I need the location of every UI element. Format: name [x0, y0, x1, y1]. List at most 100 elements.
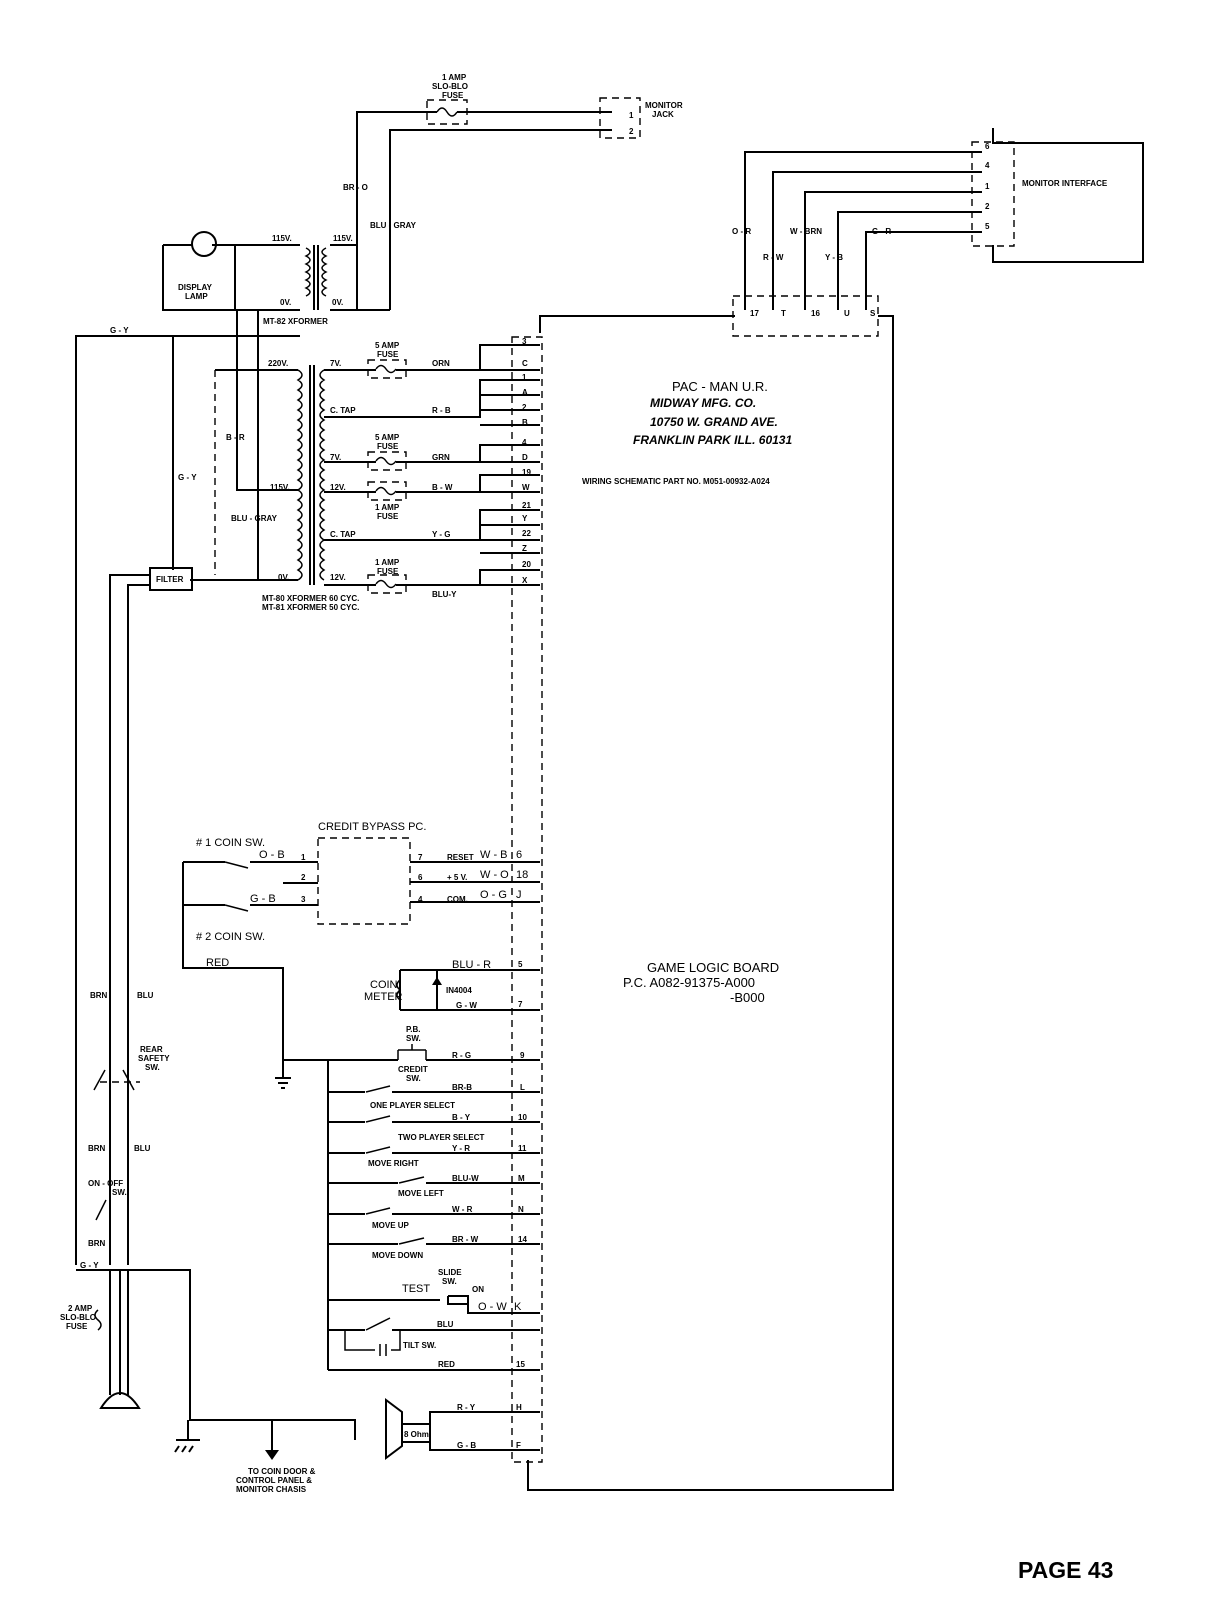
schematic-label: 10750 W. GRAND AVE.	[650, 415, 778, 429]
schematic-label: FRANKLIN PARK ILL. 60131	[633, 433, 792, 447]
schematic-label: 1	[301, 853, 306, 862]
primary-coil	[304, 247, 311, 297]
schematic-label: SLIDE	[438, 1268, 462, 1277]
schematic-label: 22	[522, 529, 531, 538]
schematic-label: CONTROL PANEL &	[236, 1476, 312, 1485]
schematic-label: MONITOR INTERFACE	[1022, 179, 1108, 188]
secondary-coil	[321, 247, 328, 297]
schematic-label: TWO PLAYER SELECT	[398, 1133, 484, 1142]
schematic-label: WIRING SCHEMATIC PART NO. M051-00932-A02…	[582, 477, 770, 486]
diode-icon	[432, 977, 442, 985]
schematic-label: 12V.	[330, 483, 346, 492]
schematic-label: 2 AMP	[68, 1304, 93, 1313]
credit-bypass-pc	[317, 837, 411, 925]
schematic-label: H	[516, 1403, 522, 1412]
schematic-label: 4	[418, 895, 423, 904]
schematic-label: N	[518, 1205, 524, 1214]
schematic-label: BLU - GRAY	[370, 221, 417, 230]
fuse-icon	[436, 107, 458, 117]
schematic-label: # 2 COIN SW.	[196, 931, 265, 943]
schematic-label: 1 AMP	[442, 73, 467, 82]
schematic-label: T	[781, 309, 786, 318]
schematic-label: 5	[985, 222, 990, 231]
page-number: PAGE 43	[1018, 1557, 1113, 1583]
schematic-label: FUSE	[66, 1322, 88, 1331]
schematic-label: CREDIT BYPASS PC.	[318, 821, 426, 833]
schematic-label: W - B	[480, 849, 508, 861]
schematic-label: SLO-BLO	[60, 1313, 96, 1322]
schematic-label: ON	[472, 1285, 484, 1294]
schematic-label: 1	[985, 182, 990, 191]
schematic-label: REAR	[140, 1045, 163, 1054]
schematic-label: X	[522, 576, 528, 585]
schematic-label: D	[522, 453, 528, 462]
schematic-label: FUSE	[377, 512, 399, 521]
schematic-label: 16	[811, 309, 820, 318]
schematic-label: MT-82 XFORMER	[263, 317, 328, 326]
schematic-label: 0V.	[332, 298, 343, 307]
schematic-label: MONITOR	[645, 101, 683, 110]
schematic-label: S	[870, 309, 876, 318]
board-edge-connector	[511, 336, 543, 1463]
controls-section: P.B. SW. CREDIT SW. R - G 9 ONE PLAYER S…	[275, 1025, 540, 1460]
mt82-transformer: DISPLAY LAMP 115V. 115V. 0V. 0V. MT-82 X…	[162, 231, 390, 326]
schematic-label: 12V.	[330, 573, 346, 582]
schematic-label: BRN	[88, 1144, 106, 1153]
schematic-label: 19	[522, 468, 531, 477]
schematic-label: 4	[522, 438, 527, 447]
schematic-label: SLO-BLO	[432, 82, 468, 91]
schematic-label: B - W	[432, 483, 453, 492]
schematic-label: SW.	[406, 1034, 421, 1043]
schematic-label: 20	[522, 560, 531, 569]
schematic-label: G - B	[457, 1441, 476, 1450]
main-transformer: 220V. 115V. 0V. MT-80 XFORMER 60 CYC. MT…	[190, 310, 540, 612]
schematic-label: W - R	[452, 1205, 473, 1214]
schematic-label: 0V.	[278, 573, 289, 582]
schematic-label: -B000	[730, 990, 765, 1005]
ground-icon	[174, 1420, 200, 1453]
schematic-label: SW.	[112, 1188, 127, 1197]
schematic-label: RED	[206, 957, 229, 969]
schematic-label: BLU	[137, 991, 154, 1000]
schematic-label: COM.	[447, 895, 468, 904]
schematic-label: + 5 V.	[447, 873, 467, 882]
schematic-label: Y - R	[452, 1144, 470, 1153]
coin-section: # 1 COIN SW. CREDIT BYPASS PC. O - B G -…	[182, 821, 540, 1060]
monitor-interface-connector	[971, 141, 1015, 247]
schematic-label: G - R	[872, 227, 891, 236]
schematic-label: 6	[516, 849, 522, 861]
schematic-label: FUSE	[442, 91, 464, 100]
schematic-label: 11	[518, 1144, 527, 1153]
monitor-interface-section: MONITOR INTERFACE 6 4 1 2 5 O - R R - W …	[732, 128, 1144, 337]
schematic-label: B - R	[226, 433, 245, 442]
schematic-label: O - R	[732, 227, 751, 236]
schematic-label: M	[518, 1174, 525, 1183]
schematic-label: SAFETY	[138, 1054, 170, 1063]
schematic-label: 115V.	[270, 483, 290, 492]
monitor-jack-box	[599, 97, 641, 139]
schematic-label: C	[522, 359, 528, 368]
schematic-label: MT-80 XFORMER 60 CYC.	[262, 594, 359, 603]
schematic-label: RED	[438, 1360, 455, 1369]
schematic-label: IN4004	[446, 986, 472, 995]
schematic-label: TEST	[402, 1283, 430, 1295]
schematic-label: 15	[516, 1360, 525, 1369]
schematic-label: 5 AMP	[375, 433, 400, 442]
schematic-label: # 1 COIN SW.	[196, 837, 265, 849]
schematic-label: RESET	[447, 853, 474, 862]
schematic-label: R - G	[452, 1051, 471, 1060]
arrow-down-icon	[265, 1450, 279, 1460]
schematic-label: BRN	[90, 991, 108, 1000]
schematic-label: TO COIN DOOR &	[248, 1467, 316, 1476]
schematic-label: 2	[301, 873, 306, 882]
schematic-label: G - Y	[80, 1261, 99, 1270]
schematic-label: 7V.	[330, 359, 341, 368]
schematic-label: CREDIT	[398, 1065, 428, 1074]
schematic-label: COIN	[370, 979, 398, 991]
schematic-label: W - BRN	[790, 227, 822, 236]
schematic-label: P.C. A082-91375-A000	[623, 975, 755, 990]
schematic-label: ON - OFF	[88, 1179, 123, 1188]
schematic-label: 0V.	[280, 298, 291, 307]
schematic-label: BR - O	[343, 183, 368, 192]
